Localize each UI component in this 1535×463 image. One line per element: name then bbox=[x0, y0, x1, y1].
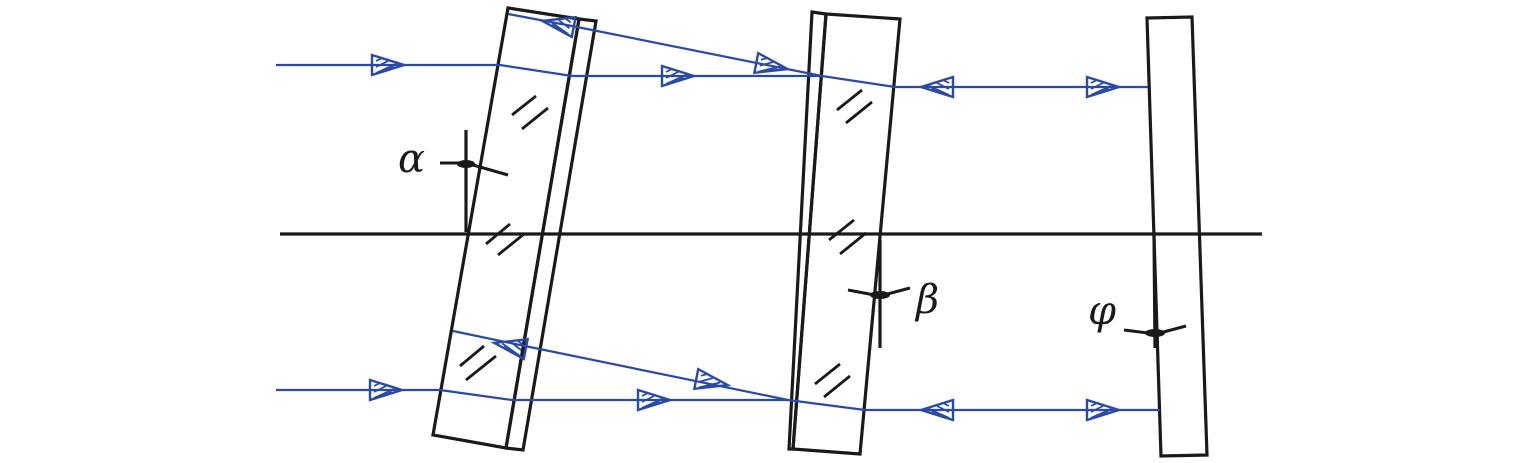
top-ray-path bbox=[276, 12, 1148, 89]
phi-label: φ bbox=[1088, 288, 1116, 334]
ray-arrows bbox=[368, 11, 1121, 422]
alpha-angle-marker bbox=[440, 130, 509, 232]
plate-1-wedge bbox=[504, 17, 598, 452]
wedge-prism-1 bbox=[431, 6, 598, 452]
phi-angle-marker bbox=[1123, 233, 1187, 349]
beta-angle-marker bbox=[847, 240, 911, 348]
wedge-prism-2 bbox=[787, 10, 902, 456]
plate-2-main bbox=[791, 12, 902, 456]
mirror-plate bbox=[1145, 15, 1209, 458]
beta-label: β bbox=[914, 277, 939, 323]
surface-hatches bbox=[459, 88, 873, 399]
bottom-ray-path bbox=[276, 329, 1160, 412]
alpha-label: α bbox=[398, 136, 425, 182]
